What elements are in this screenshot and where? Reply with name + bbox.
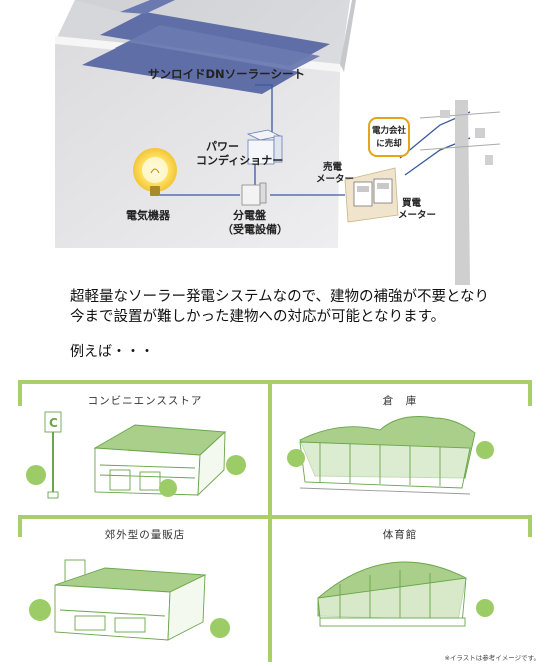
- description: 超軽量なソーラー発電システムなので、建物の補強が不要となり 今まで設置が難しかっ…: [70, 287, 540, 327]
- meter-board: [344, 167, 399, 223]
- examples-grid: コンビニエンスストア 倉 庫 郊外型の量販店 体育館 C: [18, 380, 532, 662]
- sell-meter-label-1: 売電: [323, 161, 343, 173]
- description-line-2: 今まで設置が難しかった建物への対応が可能となります。: [70, 309, 446, 325]
- power-conditioner: [246, 129, 283, 165]
- utility-label-2: に売却: [376, 138, 402, 149]
- appliance-label: 電気機器: [126, 208, 171, 222]
- distribution-panel: [241, 182, 267, 206]
- solar-sheets: [82, 0, 330, 94]
- illustration-note: ※イラストは参考イメージです。: [442, 652, 542, 662]
- svg-text:C: C: [49, 416, 58, 430]
- grid-frame: [18, 380, 532, 662]
- buy-meter-label-2: メーター: [398, 209, 436, 221]
- power-conditioner-label-2: コンディショナー: [196, 153, 283, 167]
- example-label-warehouse: 倉 庫: [383, 394, 418, 407]
- utility-label-1: 電力会社: [372, 125, 407, 136]
- mass-retailer-illustration: [29, 559, 230, 641]
- utility-pole: [419, 100, 501, 285]
- solar-system-diagram: 電力会社 に売却 サンロイドDNソーラーシート パワー コンディショナー 電気機…: [55, 0, 501, 285]
- panel-label-1: 分電盤: [233, 208, 267, 222]
- power-conditioner-label-1: パワー: [206, 140, 239, 153]
- lightbulb-icon: [133, 148, 177, 196]
- warehouse-illustration: [287, 416, 494, 495]
- convenience-store-illustration: C: [26, 411, 246, 499]
- sell-meter-label-2: メーター: [316, 173, 354, 185]
- gymnasium-illustration: [317, 561, 494, 627]
- buy-meter-label-1: 買電: [402, 197, 422, 209]
- example-label-gymnasium: 体育館: [383, 528, 418, 541]
- description-line-1: 超軽量なソーラー発電システムなので、建物の補強が不要となり: [70, 289, 490, 305]
- examples-intro: 例えば・・・: [70, 344, 154, 360]
- panel-label-2: （受電設備）: [222, 222, 288, 236]
- example-label-convenience-store: コンビニエンスストア: [88, 395, 203, 407]
- example-label-mass-retailer: 郊外型の量販店: [105, 528, 186, 541]
- utility-callout: 電力会社 に売却: [368, 117, 410, 157]
- sheet-label: サンロイドDNソーラーシート: [148, 67, 305, 81]
